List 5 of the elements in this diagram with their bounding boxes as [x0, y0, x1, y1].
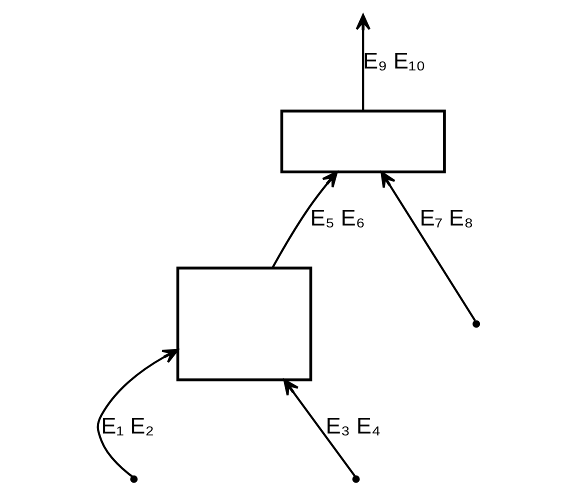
edge-label: E₉ E₁₀: [363, 48, 426, 74]
edge-label: E₁ E₂: [101, 413, 154, 438]
edge-label: E₃ E₄: [326, 413, 381, 438]
edge-label: E₅ E₆: [310, 205, 366, 230]
edge-label: E₇ E₈: [420, 205, 474, 230]
